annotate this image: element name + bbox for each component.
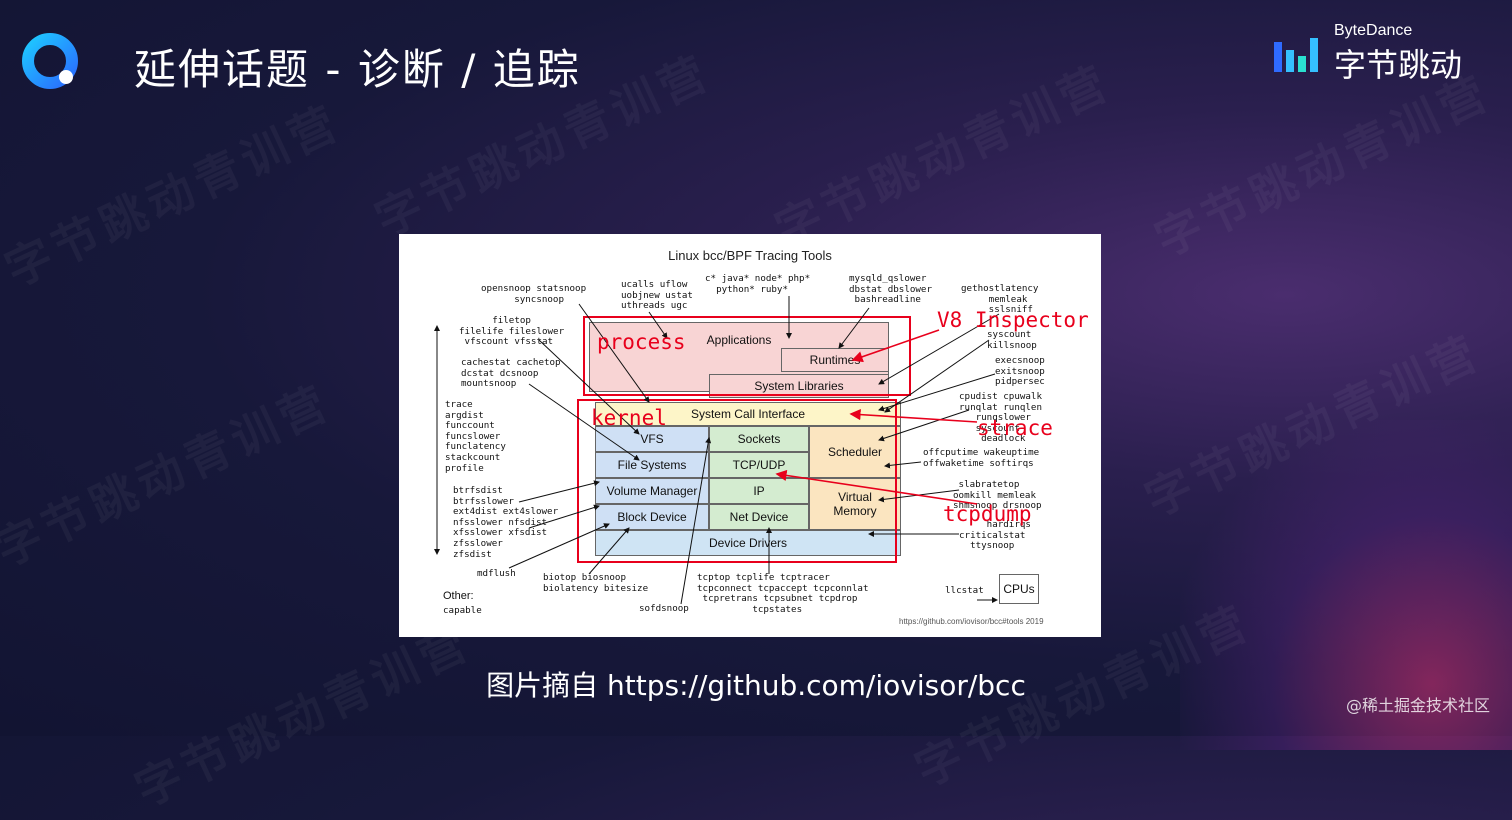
scheduler-box: Scheduler — [809, 426, 901, 478]
brand-english: ByteDance — [1334, 22, 1413, 39]
tool-language: c* java* node* php* python* ruby* — [705, 273, 811, 295]
tool-offcputime: offcputime wakeuptime offwaketime softir… — [923, 447, 1040, 469]
file-systems-box: File Systems — [595, 452, 709, 478]
diagram-arrows — [434, 296, 1000, 605]
tcp-udp-box: TCP/UDP — [709, 452, 809, 478]
scheduler-label: Scheduler — [827, 445, 883, 459]
runtimes-label: Runtimes — [809, 353, 861, 367]
tool-capable: capable — [443, 605, 482, 616]
bytedance-logo-icon — [1274, 38, 1318, 72]
device-drivers-label: Device Drivers — [708, 536, 787, 550]
annotation-kernel: kernel — [591, 406, 667, 430]
sockets-box: Sockets — [709, 426, 809, 452]
tool-sofdsnoop: sofdsnoop — [639, 603, 689, 614]
ip-box: IP — [709, 478, 809, 504]
brand-chinese: 字节跳动 — [1334, 46, 1463, 84]
diagram-title: Linux bcc/BPF Tracing Tools — [668, 248, 832, 263]
background-glow — [1180, 420, 1512, 750]
tool-tcptop: tcptop tcplife tcptracer tcpconnect tcpa… — [697, 572, 869, 615]
process-region-outline — [583, 316, 911, 396]
annotation-strace: strace — [977, 416, 1053, 440]
cpus-label: CPUs — [1003, 582, 1035, 596]
volume-manager-label: Volume Manager — [606, 484, 698, 498]
annotation-tcpdump: tcpdump — [943, 502, 1032, 526]
tool-mysqld: mysqld_qslower dbstat dbslower bashreadl… — [849, 273, 932, 306]
runtimes-box: Runtimes — [781, 348, 889, 372]
tool-opensnoop: opensnoop statsnoop syncsnoop — [481, 283, 587, 305]
tool-gethostlatency: gethostlatency memleak sslsniff — [961, 283, 1039, 316]
tool-hardirqs: hardirqs criticalstat ttysnoop — [959, 519, 1031, 552]
tool-cpudist: cpudist cpuwalk runqlat runqlen runqslow… — [959, 391, 1042, 445]
tool-biotop: biotop biosnoop biolatency bitesize — [543, 572, 649, 594]
vfs-label: VFS — [640, 432, 664, 446]
block-device-label: Block Device — [617, 510, 687, 524]
watermark: 字节跳动青训营 — [0, 86, 351, 300]
cpus-box: CPUs — [999, 574, 1039, 604]
corner-credit: @稀土掘金技术社区 — [1345, 696, 1490, 715]
tool-slabratetop: slabratetop oomkill memleak shmsnoop drs… — [953, 479, 1042, 512]
slide-title: 延伸话题 - 诊断 / 追踪 — [134, 45, 581, 94]
annotation-process: process — [597, 330, 686, 354]
block-device-box: Block Device — [595, 504, 709, 530]
system-libraries-label: System Libraries — [754, 379, 844, 393]
tool-mdflush: mdflush — [477, 568, 516, 579]
tool-filetop: filetop filelife fileslower vfscount vfs… — [459, 315, 565, 348]
syscall-interface-label: System Call Interface — [690, 407, 806, 421]
kernel-region-outline — [577, 399, 897, 563]
tool-execsnoop: execsnoop exitsnoop pidpersec — [995, 355, 1045, 388]
other-label: Other: — [443, 590, 474, 602]
figure-caption: 图片摘自 https://github.com/iovisor/bcc — [486, 669, 1026, 702]
tool-cachestat: cachestat cachetop dcstat dcsnoop mounts… — [461, 357, 561, 390]
device-drivers-box: Device Drivers — [595, 530, 901, 556]
tool-llcstat: llcstat — [945, 585, 984, 596]
tcp-udp-label: TCP/UDP — [732, 458, 786, 472]
watermark: 字节跳动青训营 — [1143, 56, 1501, 270]
net-device-box: Net Device — [709, 504, 809, 530]
volume-manager-box: Volume Manager — [595, 478, 709, 504]
watermark: 字节跳动青训营 — [0, 366, 341, 580]
virtual-memory-label: Virtual Memory — [833, 490, 877, 518]
watermark: 字节跳动青训营 — [123, 606, 481, 820]
annotation-v8-inspector: V8 Inspector — [937, 308, 1089, 332]
net-device-label: Net Device — [729, 510, 789, 524]
tool-syscount: syscount killsnoop — [987, 329, 1037, 351]
applications-label: Applications — [706, 333, 772, 347]
tool-btrfsdist: btrfsdist btrfsslower ext4dist ext4slowe… — [453, 485, 559, 560]
watermark: 字节跳动青训营 — [763, 46, 1121, 260]
vfs-box: VFS — [595, 426, 709, 452]
tool-trace: trace argdist funccount funcslower funcl… — [445, 399, 506, 474]
app-logo-icon — [22, 33, 78, 89]
bpf-tools-diagram: Linux bcc/BPF Tracing Tools Applications… — [399, 234, 1101, 637]
file-systems-label: File Systems — [617, 458, 687, 472]
bytedance-brand: ByteDance 字节跳动 — [1274, 22, 1484, 84]
ip-label: IP — [753, 484, 765, 498]
virtual-memory-box: Virtual Memory — [809, 478, 901, 530]
tool-ucalls: ucalls uflow uobjnew ustat uthreads ugc — [621, 279, 693, 312]
source-url: https://github.com/iovisor/bcc#tools 201… — [899, 617, 1044, 626]
sockets-label: Sockets — [737, 432, 781, 446]
